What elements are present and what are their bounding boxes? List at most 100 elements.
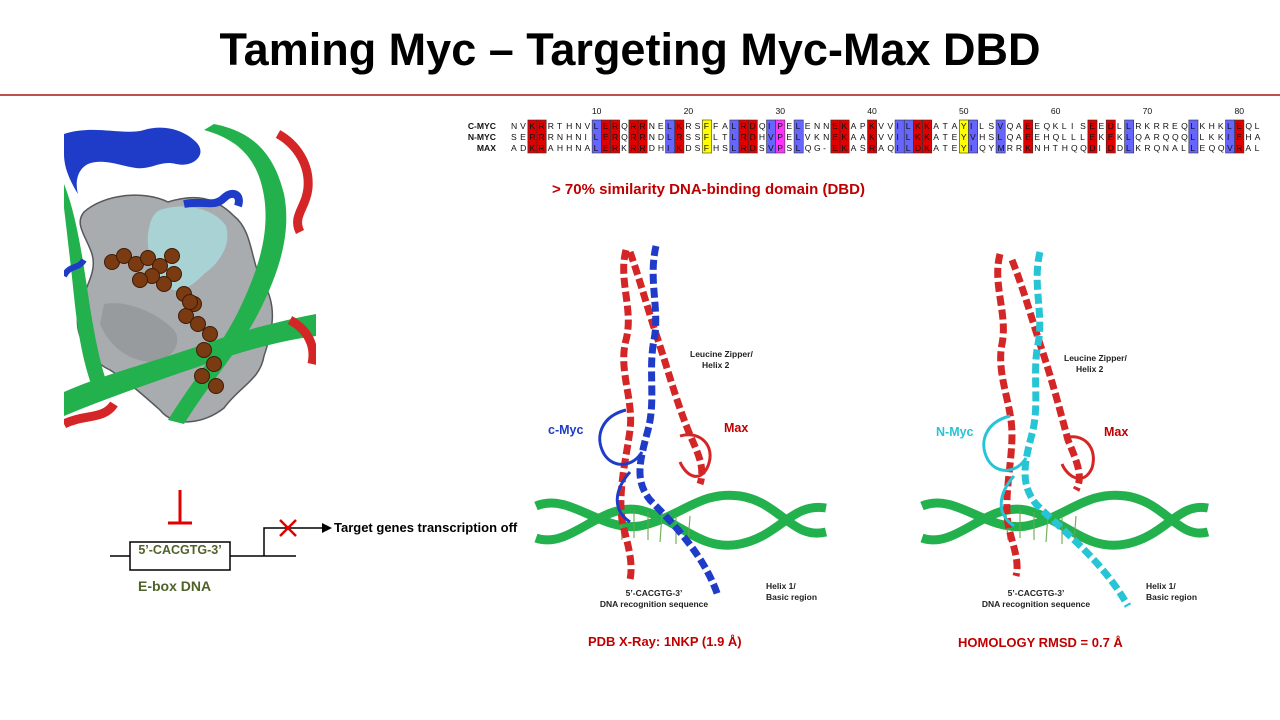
alignment-residue: N: [814, 121, 820, 131]
alignment-residue: I: [897, 143, 899, 153]
alignment-residue: R: [612, 132, 618, 142]
alignment-residue: L: [1255, 143, 1260, 153]
alignment-residue: K: [1218, 132, 1224, 142]
alignment-residue: A: [1016, 121, 1022, 131]
alignment-residue: V: [1227, 143, 1233, 153]
alignment-residue: L: [667, 132, 672, 142]
alignment-residue: H: [557, 143, 563, 153]
alignment-residue: R: [741, 143, 747, 153]
alignment-residue: Q: [1135, 132, 1142, 142]
alignment-residue: V: [768, 143, 774, 153]
alignment-residue: K: [924, 121, 930, 131]
alignment-residue: L: [906, 143, 911, 153]
alignment-residue: H: [658, 143, 664, 153]
alignment-residue: K: [621, 143, 627, 153]
ligand-atom: [166, 266, 182, 282]
alignment-residue: V: [887, 121, 893, 131]
alignment-residue: N: [575, 132, 581, 142]
alignment-residue: Q: [979, 143, 986, 153]
conserved-column-highlight: [1087, 119, 1098, 154]
alignment-position-number: 40: [867, 106, 877, 116]
alignment-residue: E: [952, 143, 958, 153]
alignment-residue: Q: [1245, 121, 1252, 131]
alignment-residue: R: [640, 132, 646, 142]
alignment-residue: R: [612, 121, 618, 131]
alignment-residue: R: [1007, 143, 1013, 153]
alignment-residue: N: [1034, 143, 1040, 153]
alignment-residue: N: [649, 121, 655, 131]
ligand-atom: [156, 276, 172, 292]
alignment-residue: I: [1227, 132, 1229, 142]
alignment-residue: H: [713, 143, 719, 153]
conserved-column-highlight: [968, 119, 978, 154]
alignment-residue: Q: [805, 143, 812, 153]
ligand-atom: [194, 368, 210, 384]
similarity-note: > 70% similarity DNA-binding domain (DBD…: [552, 181, 865, 198]
alignment-residue: R: [612, 143, 618, 153]
alignment-residue: R: [1236, 143, 1242, 153]
alignment-residue: E: [832, 121, 838, 131]
alignment-residue: N: [823, 132, 829, 142]
alignment-residue: E: [832, 132, 838, 142]
alignment-residue: R: [1135, 121, 1141, 131]
alignment-residue: A: [878, 143, 884, 153]
alignment-residue: A: [584, 143, 590, 153]
alignment-residue: Q: [1154, 143, 1161, 153]
alignment-residue: S: [860, 143, 866, 153]
nmyc-max-structure-image: [920, 251, 1210, 608]
alignment-residue: T: [942, 143, 948, 153]
alignment-residue: A: [851, 132, 857, 142]
alignment-residue: A: [933, 143, 939, 153]
alignment-residue: S: [1080, 121, 1086, 131]
alignment-residue: S: [722, 143, 728, 153]
alignment-residue: Y: [961, 132, 967, 142]
title-divider: [0, 94, 1280, 96]
alignment-residue: Q: [1053, 132, 1060, 142]
alignment-residue: E: [1236, 132, 1242, 142]
alignment-residue: D: [750, 121, 756, 131]
alignment-residue: L: [1117, 121, 1122, 131]
alignment-residue: Y: [961, 121, 967, 131]
alignment-row-name: N-MYC: [468, 132, 496, 142]
alignment-residue: Y: [961, 143, 967, 153]
alignment-residue: E: [805, 121, 811, 131]
alignment-residue: K: [915, 121, 921, 131]
alignment-residue: K: [924, 132, 930, 142]
alignment-residue: I: [897, 132, 899, 142]
alignment-residue: L: [1190, 143, 1195, 153]
transcription-arrow: [263, 527, 324, 556]
alignment-residue: K: [841, 132, 847, 142]
alignment-residue: L: [1080, 132, 1085, 142]
alignment-residue: I: [768, 121, 770, 131]
conserved-column-highlight: [839, 119, 850, 154]
alignment-position-number: 30: [775, 106, 785, 116]
alignment-residue: E: [1034, 132, 1040, 142]
alignment-residue: L: [796, 132, 801, 142]
alignment-residue: V: [887, 132, 893, 142]
alignment-residue: A: [1144, 132, 1150, 142]
alignment-residue: Q: [1172, 132, 1179, 142]
alignment-residue: T: [942, 121, 948, 131]
alignment-residue: L: [594, 121, 599, 131]
alignment-residue: S: [759, 143, 765, 153]
alignment-residue: I: [1099, 143, 1101, 153]
alignment-residue: E: [1025, 132, 1031, 142]
alignment-residue: N: [649, 132, 655, 142]
dna-recognition-label-right: 5’-CACGTG-3’ DNA recognition sequence: [981, 588, 1091, 609]
alignment-residue: P: [777, 132, 783, 142]
max-chain-label-right: Max: [1104, 425, 1129, 439]
alignment-residue: H: [1209, 121, 1215, 131]
conserved-column-highlight: [610, 119, 620, 154]
alignment-residue: L: [998, 132, 1003, 142]
alignment-residue: E: [1099, 121, 1105, 131]
alignment-residue: D: [520, 143, 526, 153]
alignment-residue: H: [1043, 143, 1049, 153]
alignment-residue: V: [878, 121, 884, 131]
alignment-residue: L: [1200, 132, 1205, 142]
alignment-residue: K: [1218, 121, 1224, 131]
alignment-residue: K: [676, 143, 682, 153]
alignment-residue: H: [1043, 132, 1049, 142]
ligand-atom: [140, 250, 156, 266]
target-genes-text: Target genes transcription off: [334, 520, 518, 535]
